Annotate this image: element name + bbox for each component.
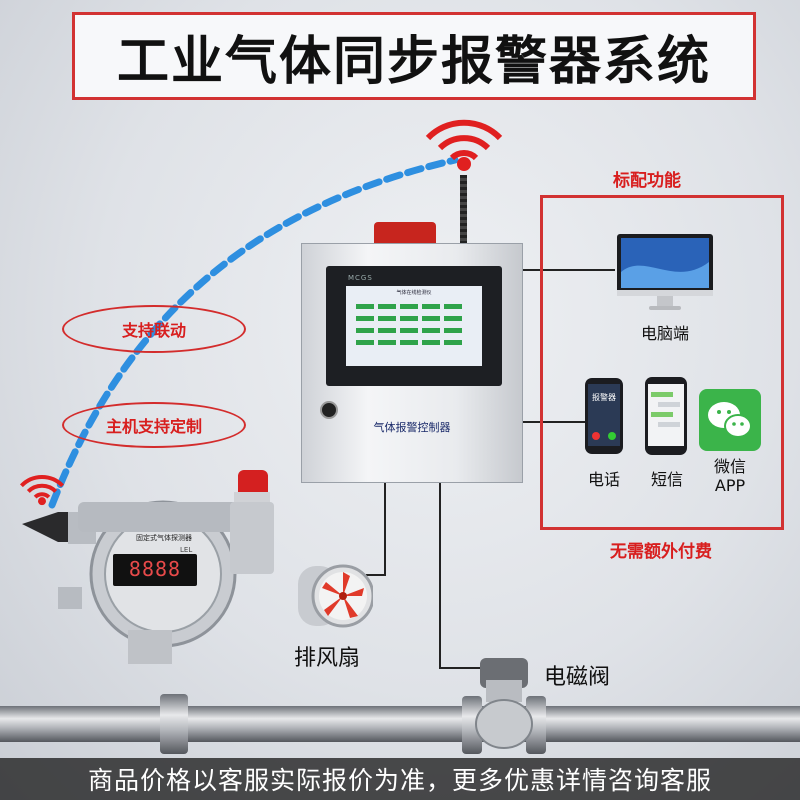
features-footer: 无需额外付费 — [610, 542, 712, 562]
exhaust-fan-icon — [298, 564, 373, 628]
price-notice-banner: 商品价格以客服实际报价为准，更多优惠详情咨询客服 — [0, 758, 800, 800]
detector-wifi-icon — [19, 475, 65, 506]
status-cell — [356, 316, 374, 321]
antenna — [460, 175, 467, 247]
status-cell — [378, 304, 396, 309]
gas-detector-device — [22, 470, 274, 664]
key-switch — [320, 401, 338, 419]
status-cell — [356, 304, 374, 309]
wechat-label-line2: APP — [714, 476, 746, 495]
phone-call-device: 报警器 — [585, 378, 623, 454]
call-app-title: 报警器 — [592, 393, 616, 402]
touch-screen-bezel: MCGS 气体在线检测仪 — [326, 266, 502, 386]
screen-brand: MCGS — [348, 274, 373, 282]
sms-label: 短信 — [650, 470, 683, 489]
detector-brand-mark: LEL — [180, 546, 193, 554]
sms-bubble — [658, 402, 680, 407]
status-cell — [422, 328, 440, 333]
price-notice-text: 商品价格以客服实际报价为准，更多优惠详情咨询客服 — [87, 766, 712, 795]
alarm-beacon — [374, 222, 436, 246]
status-cell — [422, 340, 440, 345]
status-cell — [422, 316, 440, 321]
sms-bubble — [651, 412, 673, 417]
oval-custom: 主机支持定制 — [62, 402, 246, 448]
page-title: 工业气体同步报警器系统 — [116, 31, 711, 92]
valve-label: 电磁阀 — [544, 665, 611, 690]
call-label: 电话 — [587, 470, 620, 489]
status-cell — [422, 304, 440, 309]
status-cell — [400, 316, 418, 321]
wechat-icon — [699, 389, 761, 451]
detector-display: 8888 — [128, 557, 182, 581]
features-heading: 标配功能 — [613, 171, 681, 191]
wechat-label: 微信 APP — [700, 457, 760, 495]
controller-label: 气体报警控制器 — [373, 421, 451, 434]
status-cell — [444, 316, 462, 321]
sms-bubble — [658, 422, 680, 427]
title-banner: 工业气体同步报警器系统 — [72, 12, 756, 100]
status-cell — [444, 328, 462, 333]
gas-pipeline — [0, 658, 800, 754]
computer-label: 电脑端 — [640, 324, 689, 343]
touch-screen: 气体在线检测仪 — [346, 286, 482, 366]
accept-icon — [608, 432, 616, 440]
status-cell — [378, 328, 396, 333]
status-cell — [400, 304, 418, 309]
status-cell — [444, 304, 462, 309]
features-box — [540, 195, 784, 530]
sms-screen — [648, 384, 684, 446]
status-cell — [400, 328, 418, 333]
status-cell — [356, 328, 374, 333]
phone-sms-device — [645, 377, 687, 455]
custom-label: 主机支持定制 — [105, 417, 202, 436]
status-cell — [400, 340, 418, 345]
status-cell — [356, 340, 374, 345]
fan-label: 排风扇 — [294, 646, 361, 671]
status-cell — [378, 340, 396, 345]
detector-nameplate: 固定式气体探测器 — [136, 534, 192, 542]
status-cell — [444, 340, 462, 345]
phone-screen: 报警器 — [588, 384, 620, 446]
wifi-signal-icon — [425, 119, 503, 171]
sms-bubble — [651, 392, 673, 397]
linkage-label: 支持联动 — [121, 321, 186, 340]
screen-title: 气体在线检测仪 — [396, 290, 432, 296]
wechat-label-line1: 微信 — [713, 457, 746, 476]
computer-monitor-icon — [617, 234, 713, 310]
decline-icon — [592, 432, 600, 440]
status-cell — [378, 316, 396, 321]
alarm-controller: MCGS 气体在线检测仪 气体报警控制器 — [301, 243, 523, 483]
oval-linkage: 支持联动 — [62, 305, 246, 353]
